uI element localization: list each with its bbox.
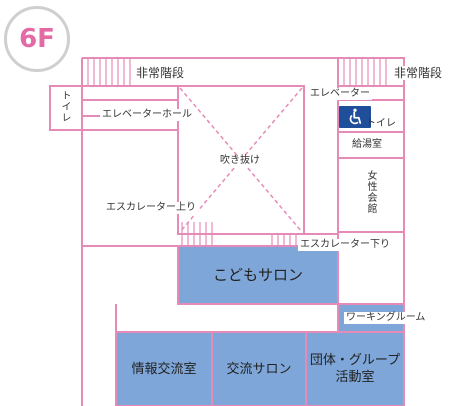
- kitchenette-label: 給湯室: [352, 139, 382, 150]
- floor-badge: 6F: [4, 6, 70, 72]
- emergency-stairs-left-label: 非常階段: [134, 66, 187, 80]
- escalator-up-label: エスカレーター上り: [104, 202, 198, 214]
- working-room-label: ワーキングルーム: [344, 312, 428, 324]
- accessible-toilet-badge: [339, 106, 371, 128]
- group-activity-room: 団体・グループ 活動室: [306, 332, 404, 406]
- kodomo-salon-room: こどもサロン: [178, 246, 338, 304]
- elevator-hall-label: エレベーターホール: [100, 109, 194, 121]
- info-exchange-room: 情報交流室: [116, 332, 212, 406]
- group-room-label-line1: 団体・グループ: [309, 353, 401, 368]
- kodomo-salon-label: こどもサロン: [212, 265, 303, 284]
- toilet-right-label: トイレ: [366, 118, 396, 129]
- escalator-down-label: エスカレーター下り: [298, 239, 392, 251]
- elevator-label: エレベーター: [308, 88, 372, 100]
- toilet-left-label: トイレ: [59, 90, 70, 123]
- info-exchange-label: 情報交流室: [131, 361, 197, 377]
- exchange-salon-room: 交流サロン: [212, 332, 306, 406]
- emergency-stairs-right-label: 非常階段: [392, 66, 445, 80]
- group-room-label-line2: 活動室: [335, 370, 375, 385]
- exchange-salon-label: 交流サロン: [226, 361, 292, 377]
- atrium-label: 吹き抜け: [218, 155, 262, 167]
- womens-center-label: 女性会館: [365, 170, 376, 214]
- wheelchair-icon: [349, 108, 362, 125]
